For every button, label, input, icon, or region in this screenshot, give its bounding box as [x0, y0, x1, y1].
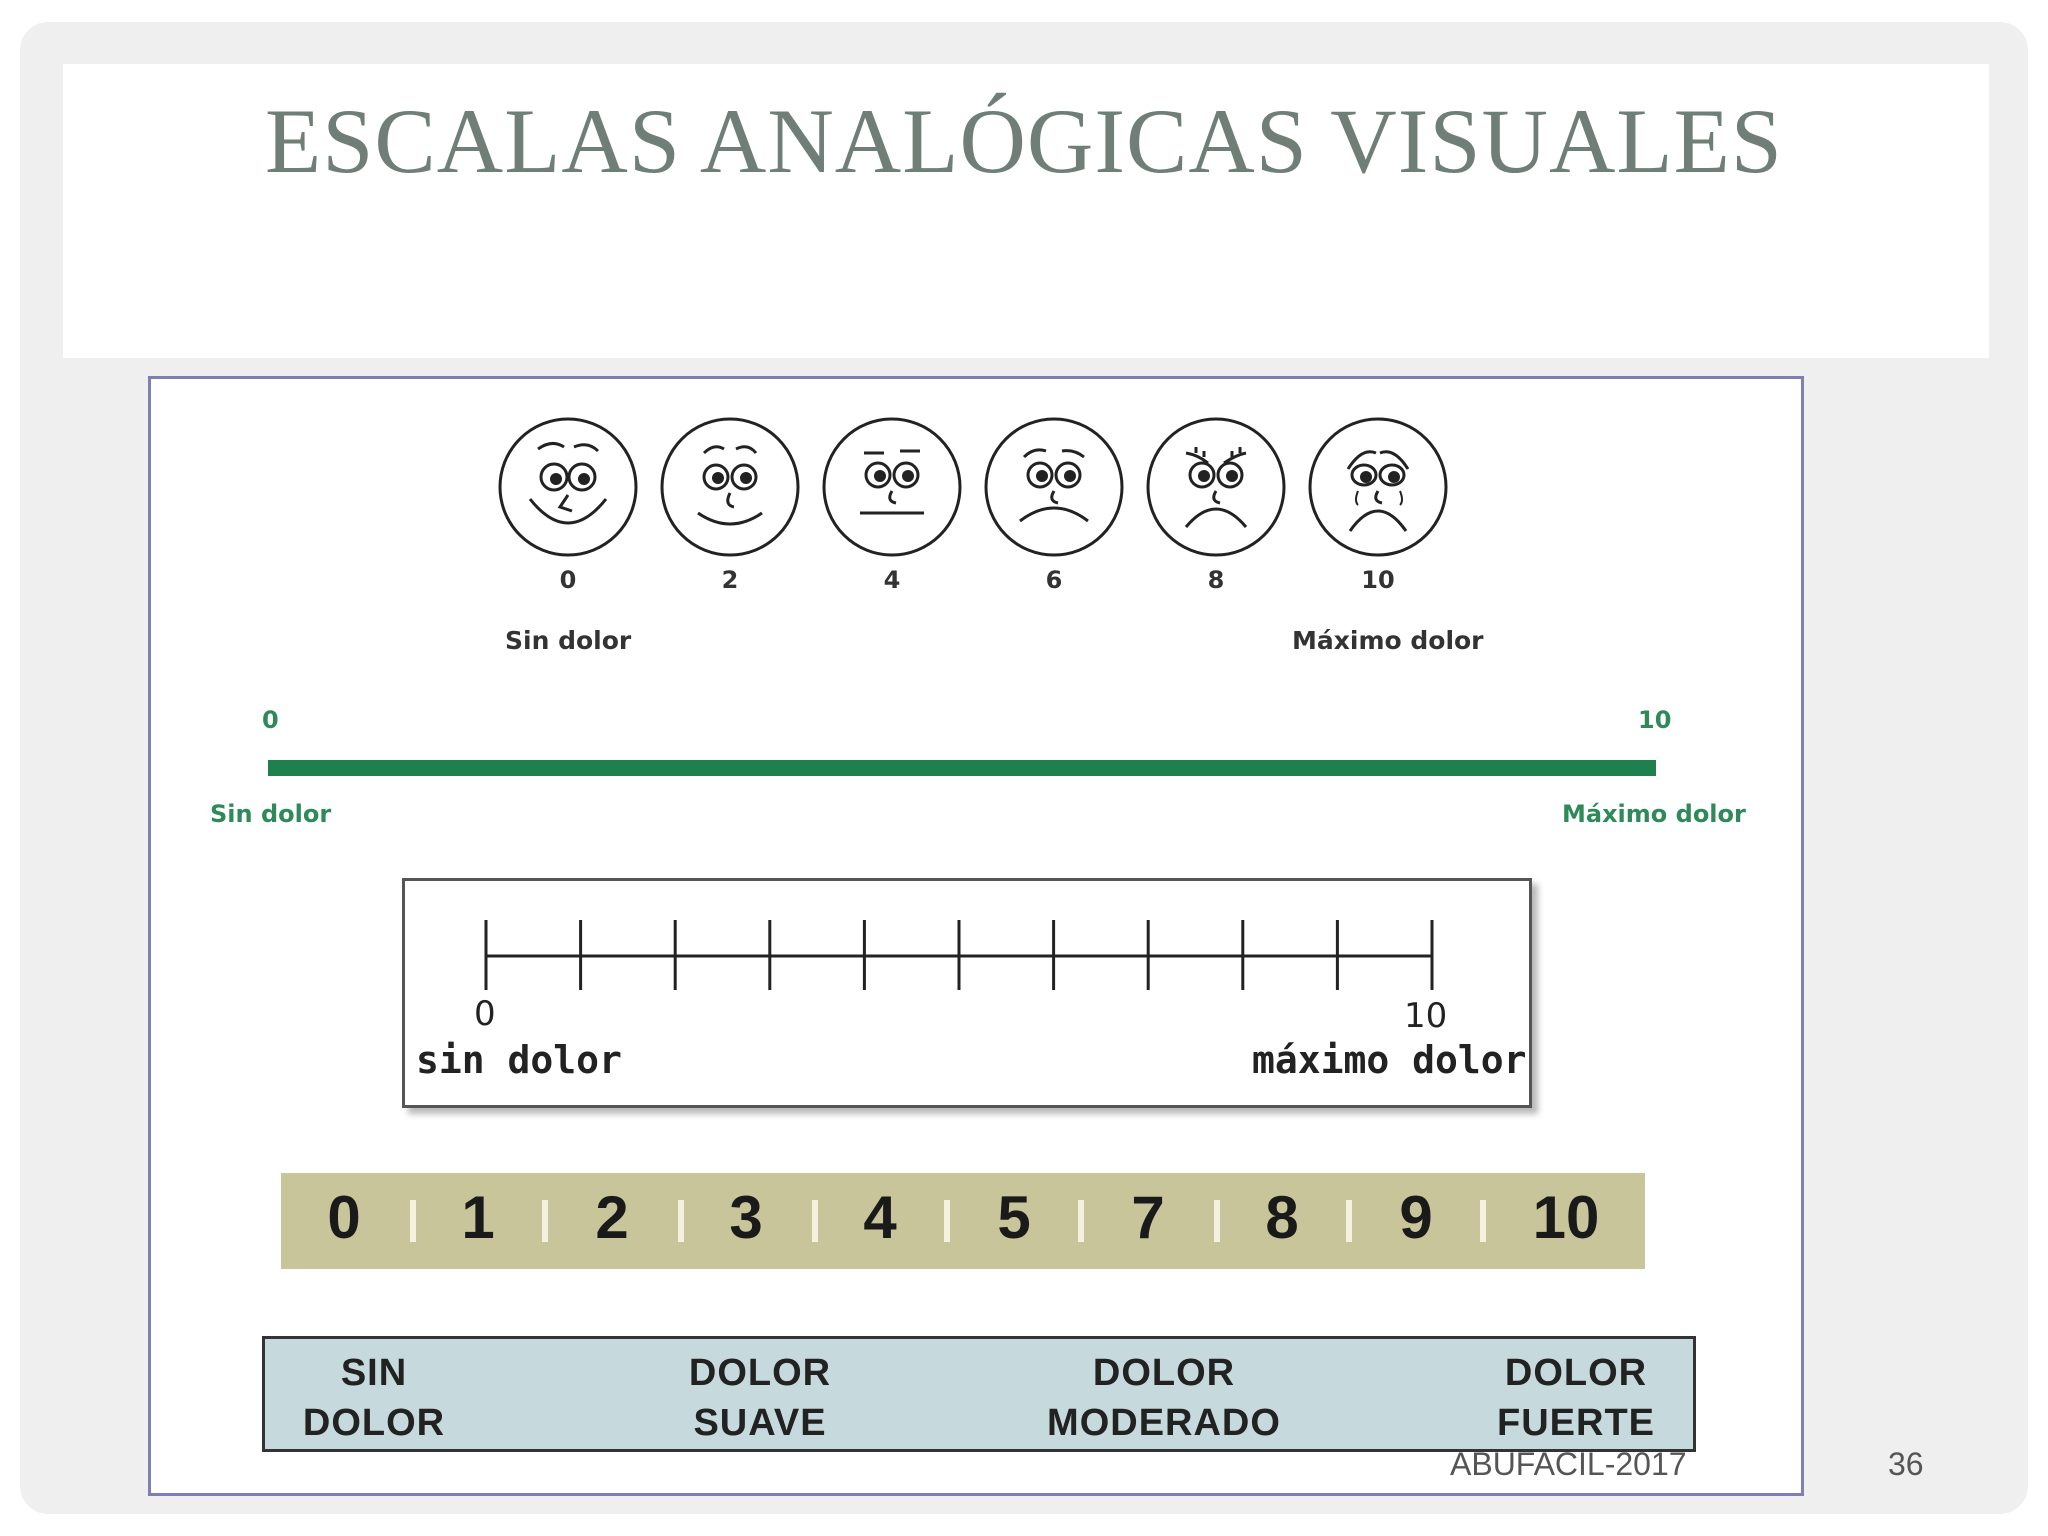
- numeric-item-3: 3: [729, 1184, 763, 1251]
- footer-source: ABUFACIL-2017: [1450, 1446, 1687, 1482]
- line-min-value: 0: [262, 706, 279, 734]
- numeric-separator: [410, 1200, 416, 1242]
- numeric-separator: [1214, 1200, 1220, 1242]
- numeric-item-10: 10: [1532, 1184, 1600, 1251]
- face-label-2: 2: [721, 566, 739, 594]
- numeric-separator: [1346, 1200, 1352, 1242]
- faces-row: [498, 417, 1448, 557]
- category-line: DOLOR: [302, 1402, 446, 1444]
- face-10-icon: [1308, 417, 1448, 557]
- slide-title: ESCALAS ANALÓGICAS VISUALES: [265, 90, 1783, 192]
- category-line: DOLOR: [688, 1352, 832, 1394]
- numeric-item-9: 9: [1399, 1184, 1433, 1251]
- category-no-pain: SIN DOLOR: [274, 1348, 474, 1448]
- face-2-icon: [660, 417, 800, 557]
- numeric-item-5: 5: [997, 1184, 1031, 1251]
- numeric-separator: [678, 1200, 684, 1242]
- faces-min-label: Sin dolor: [505, 626, 632, 655]
- numeric-separator: [1480, 1200, 1486, 1242]
- title-panel: [63, 64, 1989, 358]
- face-label-6: 6: [1045, 566, 1063, 594]
- line-max-value: 10: [1638, 706, 1672, 734]
- line-max-label: Máximo dolor: [1562, 800, 1746, 828]
- visual-analog-line: [268, 760, 1656, 776]
- face-4-icon: [822, 417, 962, 557]
- face-0-icon: [498, 417, 638, 557]
- numeric-separator: [944, 1200, 950, 1242]
- numeric-item-7: 7: [1131, 1184, 1165, 1251]
- category-line: SIN: [340, 1352, 408, 1394]
- page-number: 36: [1888, 1446, 1924, 1482]
- tick-max-label: máximo dolor: [1252, 1038, 1527, 1082]
- numeric-scale-bar: [281, 1173, 1645, 1269]
- numeric-separator: [1078, 1200, 1084, 1242]
- category-mild-pain: DOLOR SUAVE: [640, 1348, 880, 1448]
- tick-scale-ruler: [484, 920, 1434, 990]
- category-moderate-pain: DOLOR MODERADO: [1024, 1348, 1304, 1448]
- numeric-item-0: 0: [327, 1184, 361, 1251]
- tick-max-value: 10: [1404, 996, 1448, 1036]
- face-label-10: 10: [1361, 566, 1395, 594]
- face-label-8: 8: [1207, 566, 1225, 594]
- numeric-separator: [812, 1200, 818, 1242]
- category-scale-bar: [262, 1336, 1696, 1452]
- tick-min-value: 0: [474, 994, 496, 1034]
- category-line: SUAVE: [693, 1402, 827, 1444]
- face-8-icon: [1146, 417, 1286, 557]
- category-line: DOLOR: [1504, 1352, 1648, 1394]
- category-line: FUERTE: [1497, 1402, 1655, 1444]
- line-min-label: Sin dolor: [210, 800, 332, 828]
- numeric-item-2: 2: [595, 1184, 629, 1251]
- face-label-0: 0: [559, 566, 577, 594]
- tick-min-label: sin dolor: [416, 1038, 622, 1082]
- tick-scale-box: [402, 878, 1532, 1108]
- face-6-icon: [984, 417, 1124, 557]
- faces-max-label: Máximo dolor: [1292, 626, 1484, 655]
- numeric-item-8: 8: [1265, 1184, 1299, 1251]
- category-line: MODERADO: [1047, 1402, 1281, 1444]
- numeric-item-1: 1: [461, 1184, 495, 1251]
- numeric-item-4: 4: [863, 1184, 897, 1251]
- numeric-separator: [542, 1200, 548, 1242]
- category-severe-pain: DOLOR FUERTE: [1456, 1348, 1696, 1448]
- category-line: DOLOR: [1092, 1352, 1236, 1394]
- face-label-4: 4: [883, 566, 901, 594]
